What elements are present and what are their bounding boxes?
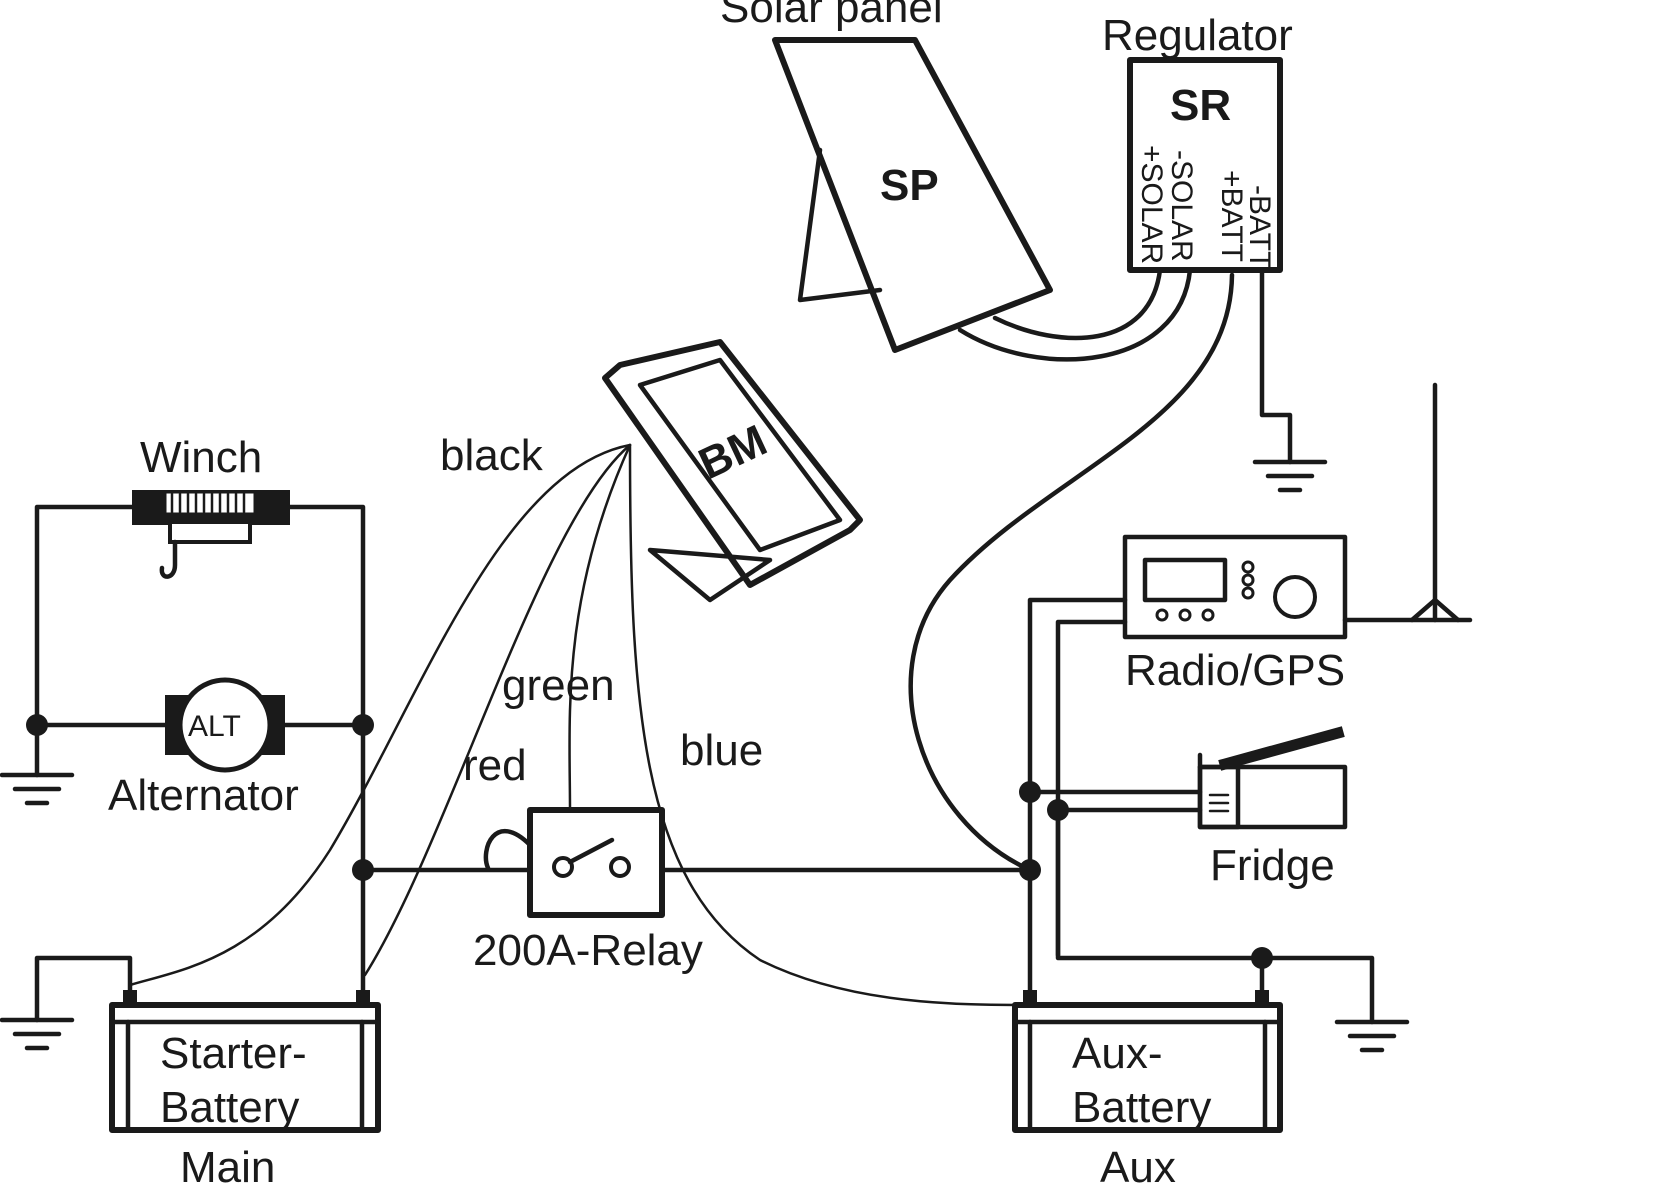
junction-dot bbox=[1047, 799, 1069, 821]
junction-dot bbox=[1251, 947, 1273, 969]
wire-label-green: green bbox=[502, 661, 615, 710]
aux-label: Aux bbox=[1100, 1143, 1176, 1186]
wire-label-blue: blue bbox=[680, 726, 763, 775]
solar-panel: SP bbox=[772, 37, 1053, 353]
ground-regulator-icon bbox=[1252, 459, 1328, 493]
junction-dot bbox=[1019, 859, 1041, 881]
wire-label-black: black bbox=[440, 431, 544, 480]
alternator-label: Alternator bbox=[108, 771, 299, 820]
regulator-code: SR bbox=[1170, 81, 1231, 130]
relay-label: 200A-Relay bbox=[473, 926, 703, 975]
terminal-pos-solar: +SOLAR bbox=[1135, 145, 1168, 264]
wire-red bbox=[363, 443, 632, 977]
winch-icon bbox=[132, 490, 290, 579]
ground-aux-icon bbox=[1334, 1019, 1410, 1053]
ground-starter-icon bbox=[0, 1017, 75, 1051]
aux-battery-label-line1: Aux- bbox=[1072, 1029, 1162, 1078]
winch-label: Winch bbox=[140, 433, 262, 482]
wire-black bbox=[128, 443, 632, 987]
starter-battery: Starter- Battery bbox=[109, 990, 381, 1133]
fridge-label: Fridge bbox=[1210, 841, 1335, 890]
wire-green bbox=[568, 443, 632, 812]
relay-icon bbox=[527, 807, 665, 918]
solar-panel-code: SP bbox=[880, 161, 939, 210]
fridge-icon bbox=[1197, 726, 1348, 830]
solar-panel-label: Solar panel bbox=[720, 0, 943, 32]
junction-dot bbox=[352, 714, 374, 736]
antenna-icon bbox=[1342, 382, 1473, 623]
starter-battery-label-line1: Starter- bbox=[160, 1029, 307, 1078]
aux-battery-label-line2: Battery bbox=[1072, 1083, 1211, 1132]
junction-dot bbox=[26, 714, 48, 736]
main-label: Main bbox=[180, 1143, 275, 1186]
wire-label-red: red bbox=[463, 741, 527, 790]
ground-alternator-icon bbox=[0, 772, 75, 806]
starter-battery-label-line2: Battery bbox=[160, 1083, 299, 1132]
terminal-pos-batt: +BATT bbox=[1215, 170, 1248, 262]
terminal-neg-solar: -SOLAR bbox=[1165, 150, 1198, 262]
alternator-icon: ALT bbox=[165, 677, 285, 773]
radio-gps-label: Radio/GPS bbox=[1125, 646, 1345, 695]
aux-battery: Aux- Battery bbox=[1012, 990, 1283, 1133]
radio-gps-icon bbox=[1122, 534, 1348, 640]
regulator: SR -SOLAR +SOLAR +BATT -BATT bbox=[1127, 57, 1283, 273]
alternator-code: ALT bbox=[188, 710, 241, 743]
junction-dot bbox=[1019, 781, 1041, 803]
terminal-neg-batt: -BATT bbox=[1243, 185, 1276, 269]
regulator-label: Regulator bbox=[1102, 11, 1293, 60]
wire-blue bbox=[628, 443, 1032, 1007]
battery-monitor-code: BM bbox=[692, 416, 775, 489]
battery-monitor: BM bbox=[602, 339, 863, 603]
